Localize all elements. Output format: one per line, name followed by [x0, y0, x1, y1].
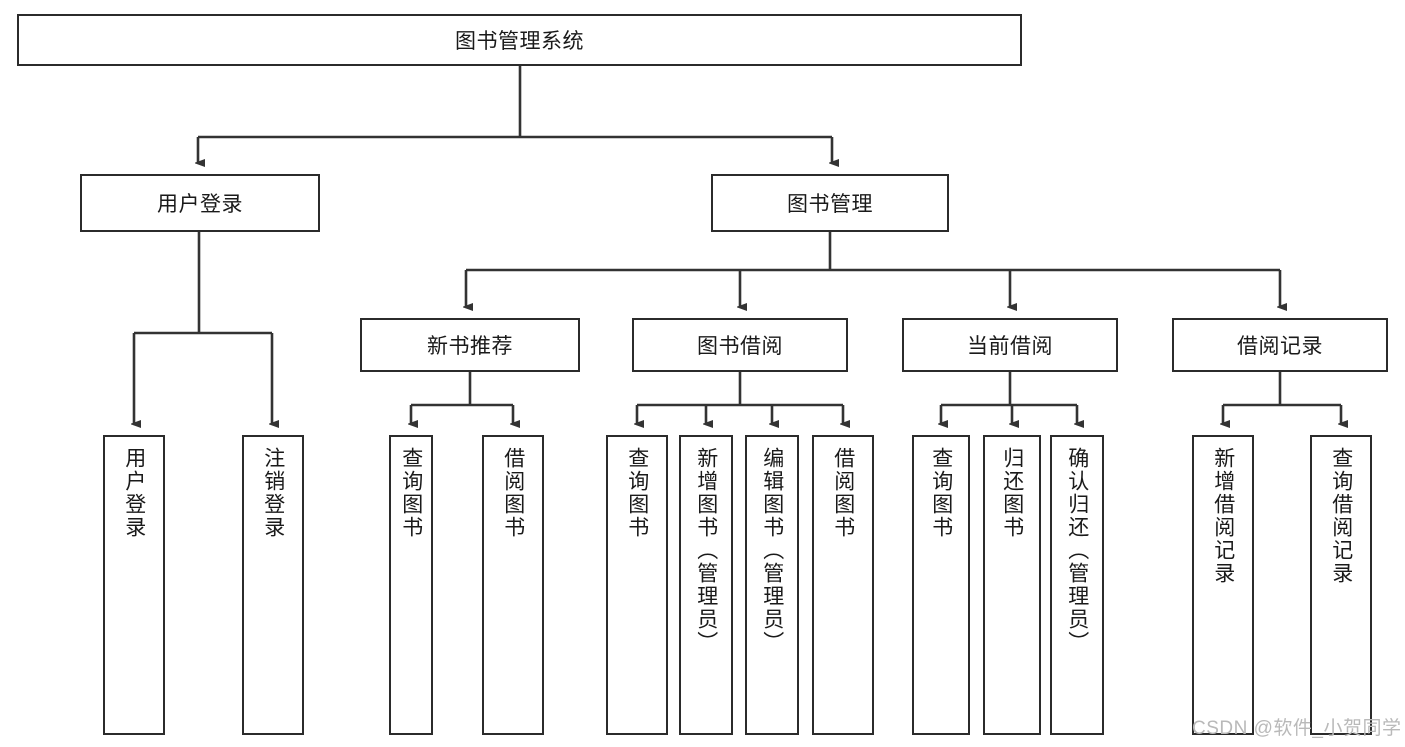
node-leaf-query-book-recommend[interactable]: 查询图书: [389, 435, 433, 735]
node-leaf-edit-book[interactable]: 编辑图书（管理员）: [745, 435, 799, 735]
node-root[interactable]: 图书管理系统: [17, 14, 1022, 66]
node-leaf-query-book-recommend-label: 查询图书: [399, 447, 423, 539]
node-leaf-query-borrow-record-label: 查询借阅记录: [1329, 447, 1353, 585]
node-leaf-user-logout-label: 注销登录: [261, 447, 285, 539]
node-leaf-confirm-return[interactable]: 确认归还（管理员）: [1050, 435, 1104, 735]
node-book-borrow[interactable]: 图书借阅: [632, 318, 848, 372]
node-user-login-label: 用户登录: [157, 193, 243, 216]
node-leaf-add-borrow-record[interactable]: 新增借阅记录: [1192, 435, 1254, 735]
node-borrow-record[interactable]: 借阅记录: [1172, 318, 1388, 372]
node-new-book-recommend[interactable]: 新书推荐: [360, 318, 580, 372]
node-current-borrow-label: 当前借阅: [967, 335, 1053, 358]
node-borrow-record-label: 借阅记录: [1237, 335, 1323, 358]
node-book-borrow-label: 图书借阅: [697, 335, 783, 358]
node-user-login[interactable]: 用户登录: [80, 174, 320, 232]
node-leaf-user-logout[interactable]: 注销登录: [242, 435, 304, 735]
node-book-management-label: 图书管理: [787, 193, 873, 216]
node-root-label: 图书管理系统: [455, 30, 584, 53]
node-leaf-user-login-label: 用户登录: [122, 447, 146, 539]
node-leaf-borrow-book[interactable]: 借阅图书: [812, 435, 874, 735]
node-leaf-query-book-current-label: 查询图书: [929, 447, 953, 539]
node-leaf-add-book-label: 新增图书（管理员）: [694, 447, 718, 654]
node-leaf-borrow-book-recommend-label: 借阅图书: [501, 447, 525, 539]
node-leaf-query-book-borrow[interactable]: 查询图书: [606, 435, 668, 735]
node-leaf-return-book-label: 归还图书: [1000, 447, 1024, 539]
node-leaf-edit-book-label: 编辑图书（管理员）: [760, 447, 784, 654]
node-leaf-confirm-return-label: 确认归还（管理员）: [1065, 447, 1089, 654]
node-new-book-recommend-label: 新书推荐: [427, 335, 513, 358]
node-leaf-add-book[interactable]: 新增图书（管理员）: [679, 435, 733, 735]
node-leaf-return-book[interactable]: 归还图书: [983, 435, 1041, 735]
node-leaf-query-book-borrow-label: 查询图书: [625, 447, 649, 539]
node-current-borrow[interactable]: 当前借阅: [902, 318, 1118, 372]
node-leaf-add-borrow-record-label: 新增借阅记录: [1211, 447, 1235, 585]
node-leaf-borrow-book-recommend[interactable]: 借阅图书: [482, 435, 544, 735]
node-leaf-borrow-book-label: 借阅图书: [831, 447, 855, 539]
node-leaf-user-login[interactable]: 用户登录: [103, 435, 165, 735]
node-leaf-query-book-current[interactable]: 查询图书: [912, 435, 970, 735]
node-book-management[interactable]: 图书管理: [711, 174, 949, 232]
node-leaf-query-borrow-record[interactable]: 查询借阅记录: [1310, 435, 1372, 735]
watermark-text: CSDN @软件_小贺同学: [1192, 718, 1402, 739]
